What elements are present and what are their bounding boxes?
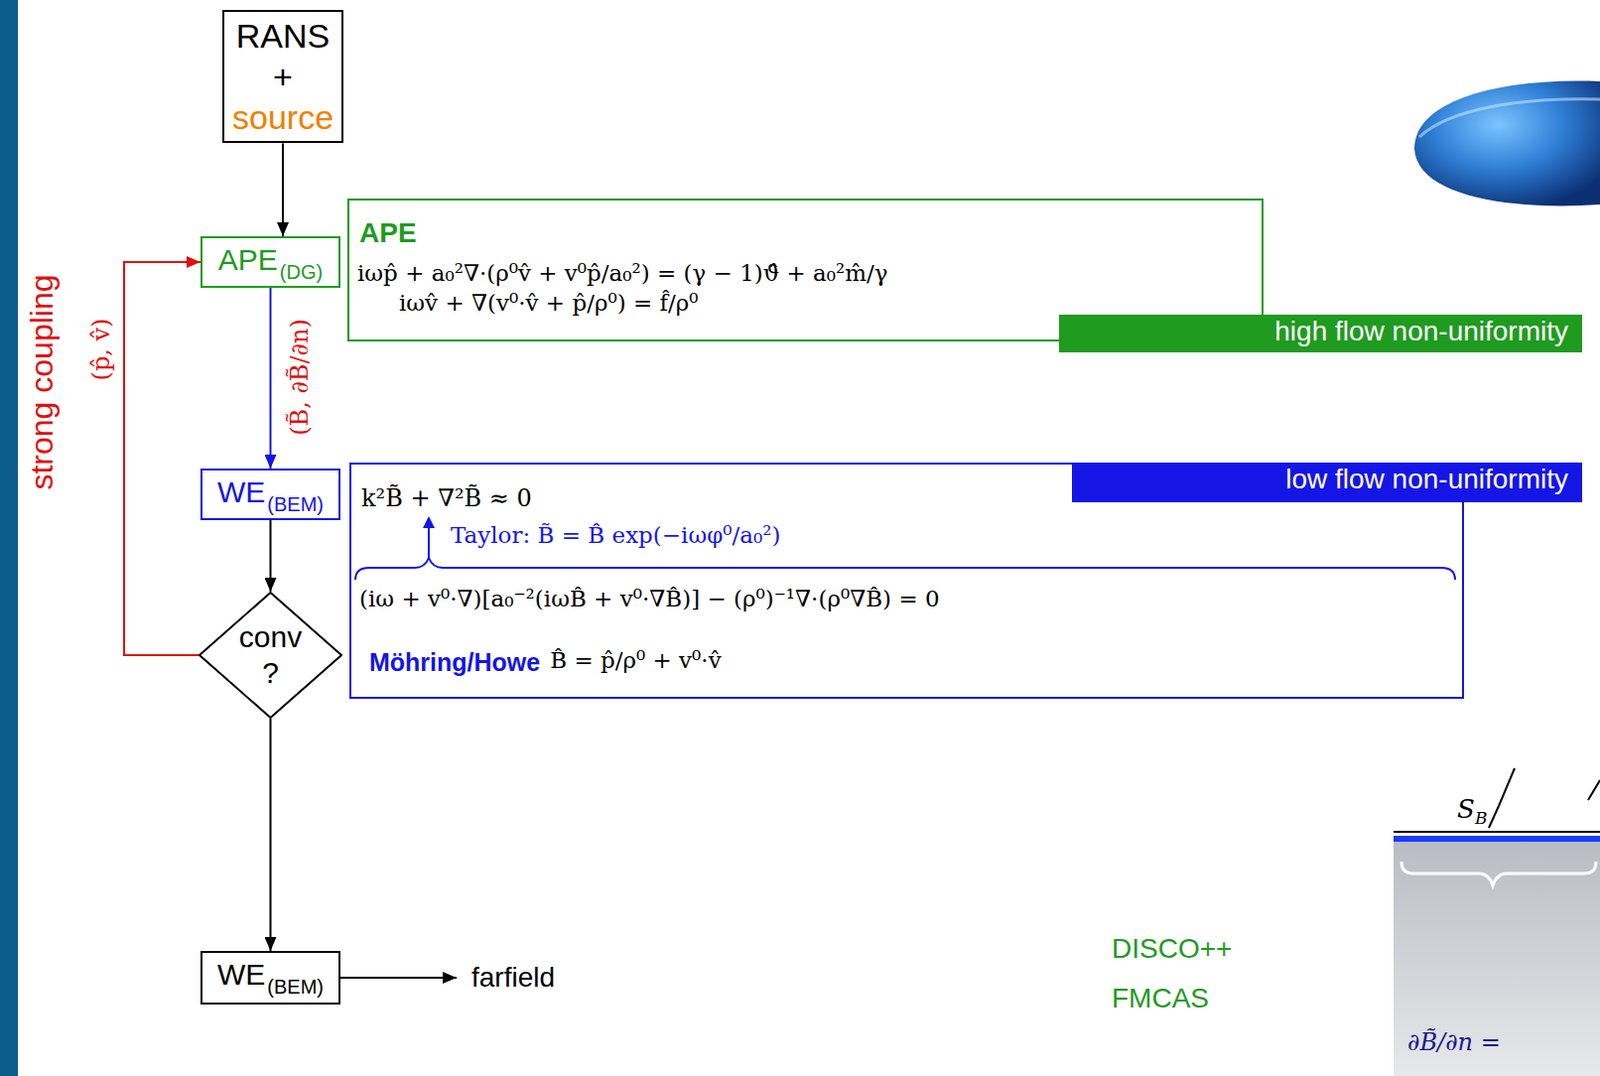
boundary-condition: ∂B̃/∂n = <box>1407 1028 1501 1057</box>
diamond-shape <box>199 592 342 718</box>
leader-line <box>1488 805 1499 828</box>
equation-text: iωv̂ + ∇(v⁰·v̂ + p̂/ρ⁰) = f̂/ρ⁰ <box>399 289 699 318</box>
flow-arrow <box>269 520 272 592</box>
overbrace <box>355 557 1456 580</box>
equation-text: iωp̂ + a₀²∇·(ρ⁰v̂ + v⁰p̂/a₀²) = (γ − 1)ϑ… <box>357 260 889 288</box>
node-text: (BEM) <box>266 492 324 517</box>
surface-label: S <box>1457 794 1475 824</box>
flow-arrow <box>269 287 272 469</box>
leader-line <box>1498 768 1515 806</box>
equation-text: (iω + v⁰·∇)[a₀⁻²(iωB̂ + v⁰·∇B̂)] − (ρ⁰)⁻… <box>359 585 940 614</box>
solver-name: FMCAS <box>1111 982 1209 1015</box>
category-band: high flow non-uniformity <box>1059 314 1583 353</box>
edge-label: (p̂, v̂) <box>87 316 116 384</box>
surface-line <box>1393 830 1600 833</box>
equation-text: APE <box>359 216 417 251</box>
surface-panel <box>1393 836 1600 1076</box>
process-box: RANS+source <box>222 9 344 143</box>
surface-label: B <box>1474 807 1488 828</box>
category-band: low flow non-uniformity <box>1071 462 1583 503</box>
flow-arrow <box>269 718 272 951</box>
node-text: (DG) <box>279 260 323 284</box>
output-node: farfield <box>458 956 568 1001</box>
node-text: farfield <box>471 960 555 995</box>
side-bar <box>0 0 18 1076</box>
flow-arrow <box>281 142 284 237</box>
flow-arrow <box>124 262 201 656</box>
body-surface <box>1414 81 1600 207</box>
equation-text: Taylor: B̃ = B̂ exp(−iωφ⁰/a₀²) <box>450 522 781 550</box>
brace <box>1401 861 1597 886</box>
diamond-outline <box>198 591 343 719</box>
node-text: APE <box>218 242 278 278</box>
loop-label: strong coupling <box>23 273 61 490</box>
process-box: WE(BEM) <box>200 468 341 521</box>
leader-line <box>1588 780 1600 800</box>
equation-text: Möhring/Howe <box>369 647 540 677</box>
process-box: APE(DG) <box>200 236 341 288</box>
arrow-head <box>422 516 435 529</box>
decision-diamond: conv ? <box>198 591 343 719</box>
node-text: RANS <box>236 15 330 57</box>
node-text: + <box>272 56 293 98</box>
flow-arrow <box>340 976 457 979</box>
node-text: WE <box>217 956 266 993</box>
edge-label: (B̃, ∂B̃/∂n) <box>285 316 314 438</box>
equation-text: B̂ = p̂/ρ⁰ + v⁰·v̂ <box>549 647 721 675</box>
node-text: conv ? <box>236 619 306 691</box>
process-box: WE(BEM) <box>200 950 341 1005</box>
surface-highlight <box>1419 99 1600 137</box>
node-text: source <box>232 97 334 138</box>
solver-name: DISCO++ <box>1111 933 1232 965</box>
equation-text: k²B̃ + ∇²B̃ ≈ 0 <box>361 484 533 514</box>
node-text: (BEM) <box>266 974 324 999</box>
taylor-arrow <box>427 526 430 558</box>
node-text: WE <box>217 474 266 511</box>
boundary-line <box>1393 835 1600 842</box>
node-text: high flow non-uniformity <box>1274 314 1569 349</box>
node-text: low flow non-uniformity <box>1285 462 1569 497</box>
